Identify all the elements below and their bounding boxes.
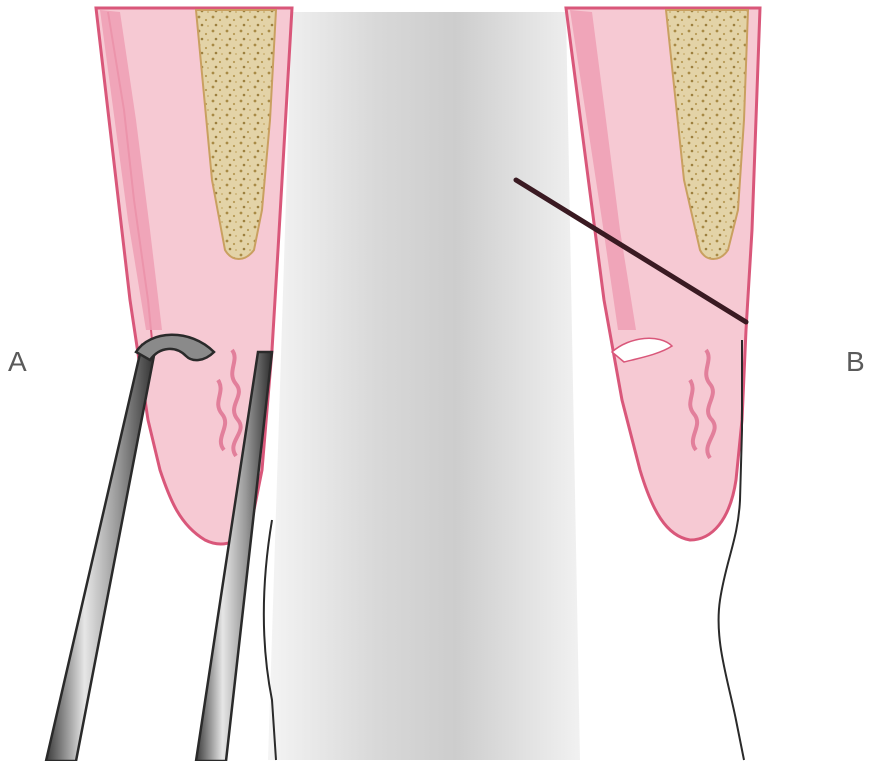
panel-a bbox=[46, 8, 292, 761]
curette-shank bbox=[46, 345, 156, 761]
panel-label-b: B bbox=[846, 348, 865, 376]
tooth-root-surface bbox=[268, 12, 580, 760]
panel-label-a: A bbox=[8, 348, 27, 376]
